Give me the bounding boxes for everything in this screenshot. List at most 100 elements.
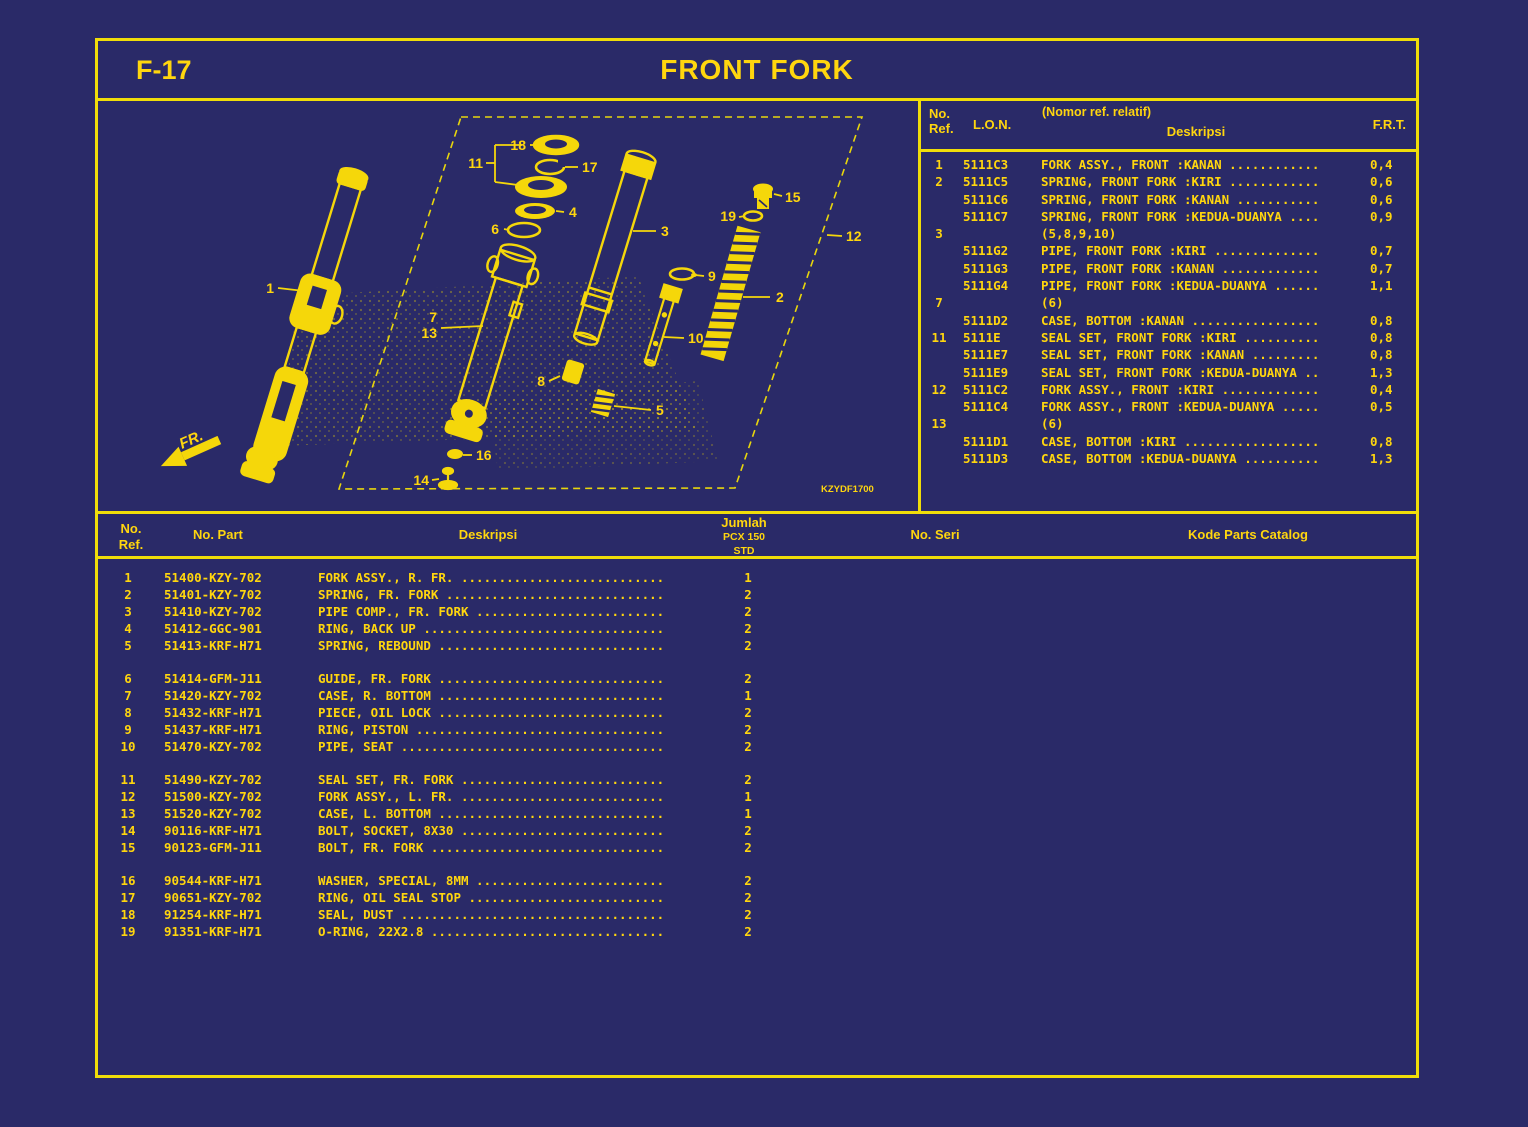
parts-ref-cell: 4 bbox=[124, 621, 132, 636]
part-rebound-spring bbox=[590, 388, 616, 418]
lon-table-row: 5111G3 PIPE, FRONT FORK :KANAN .........… bbox=[921, 260, 1416, 277]
lon-code-cell: 5111G4 bbox=[963, 278, 1009, 294]
lon-desc-cell: SPRING, FRONT FORK :KANAN ........... bbox=[1041, 191, 1320, 207]
lon-table-row: 12 5111C2 FORK ASSY., FRONT :KIRI ......… bbox=[921, 381, 1416, 398]
lon-frt-cell: 0,7 bbox=[1370, 243, 1393, 259]
parts-cell-gap bbox=[152, 637, 164, 654]
parts-desc-cell: RING, BACK UP ..........................… bbox=[318, 621, 665, 636]
parts-table-row: 3 51410-KZY-702 PIPE COMP., FR. FORK ...… bbox=[98, 603, 1416, 620]
parts-desc-cell: WASHER, SPECIAL, 8MM ...................… bbox=[318, 873, 665, 888]
parts-table-row: 11 51490-KZY-702 SEAL SET, FR. FORK ....… bbox=[98, 771, 1416, 788]
parts-desc-cell: RING, OIL SEAL STOP ....................… bbox=[318, 890, 665, 905]
lon-table-rows: 1 5111C3 FORK ASSY., FRONT :KANAN ......… bbox=[921, 152, 1416, 467]
lon-table-row: 5111G4 PIPE, FRONT FORK :KEDUA-DUANYA ..… bbox=[921, 277, 1416, 294]
parts-table-row: 8 51432-KRF-H71 PIECE, OIL LOCK ........… bbox=[98, 704, 1416, 721]
stipple-texture bbox=[488, 381, 718, 471]
lon-desc-cell: SEAL SET, FRONT FORK :KIRI .......... bbox=[1041, 329, 1320, 345]
parts-number-cell: 90651-KZY-702 bbox=[164, 890, 262, 905]
parts-table-row: 16 90544-KRF-H71 WASHER, SPECIAL, 8MM ..… bbox=[98, 872, 1416, 889]
lon-ref-cell bbox=[921, 208, 957, 225]
parts-desc-cell: SEAL SET, FR. FORK .....................… bbox=[318, 772, 665, 787]
part-seat-pipe bbox=[643, 283, 683, 367]
lon-code-cell: 5111D2 bbox=[963, 312, 1009, 328]
parts-desc-cell: PIPE, SEAT .............................… bbox=[318, 739, 665, 754]
lon-ref-cell: 2 bbox=[935, 174, 943, 190]
lon-ref-cell bbox=[921, 433, 957, 450]
parts-cell-gap bbox=[152, 771, 164, 788]
parts-table-rows: 1 51400-KZY-702 FORK ASSY., R. FR. .....… bbox=[98, 559, 1416, 940]
lon-ref-cell bbox=[921, 260, 957, 277]
lon-desc-cell: CASE, BOTTOM :KIRI .................. bbox=[1041, 433, 1320, 449]
callout-labels: 1 2 3 4 5 6 7 8 9 10 11 12 13 14 15 16 1 bbox=[266, 137, 862, 488]
part-oil-lock-piece bbox=[561, 359, 585, 385]
lon-frt-cell: 0,6 bbox=[1370, 174, 1393, 190]
parts-table-header: No. Ref. No. Part Deskripsi Jumlah PCX 1… bbox=[98, 511, 1416, 559]
part-back-up-ring bbox=[515, 203, 555, 219]
parts-number-cell: 90123-GFM-J11 bbox=[164, 840, 262, 855]
parts-cell-gap bbox=[152, 839, 164, 856]
parts-ref-cell: 14 bbox=[120, 823, 136, 838]
lon-code-cell: 5111E7 bbox=[963, 347, 1009, 363]
parts-number-cell: 51414-GFM-J11 bbox=[164, 671, 262, 686]
part-fork-bolt bbox=[753, 183, 773, 209]
lon-frt-cell bbox=[1370, 225, 1416, 242]
lon-frt-cell: 0,8 bbox=[1370, 433, 1393, 449]
page-code: F-17 bbox=[136, 55, 192, 85]
diagram-callout-3: 3 bbox=[661, 223, 669, 239]
parts-header-catalog: Kode Parts Catalog bbox=[1188, 527, 1308, 542]
lon-desc-cell: CASE, BOTTOM :KANAN ................. bbox=[1041, 312, 1320, 328]
parts-qty-cell: 2 bbox=[744, 739, 752, 754]
parts-number-cell: 51470-KZY-702 bbox=[164, 739, 262, 754]
lon-frt-cell: 0,7 bbox=[1370, 260, 1393, 276]
front-fork-exploded-diagram: FR. bbox=[160, 116, 874, 495]
lon-frt-cell bbox=[1370, 294, 1416, 311]
parts-qty-cell: 2 bbox=[744, 924, 752, 939]
parts-cell-gap bbox=[152, 704, 164, 721]
lon-desc-cell: SEAL SET, FRONT FORK :KANAN ......... bbox=[1041, 347, 1320, 363]
parts-desc-cell: FORK ASSY., R. FR. .....................… bbox=[318, 570, 665, 585]
lon-code-cell: 5111E bbox=[963, 329, 1001, 345]
lon-table-row: 5111D2 CASE, BOTTOM :KANAN .............… bbox=[921, 312, 1416, 329]
diagram-callout-9: 9 bbox=[708, 268, 716, 284]
parts-qty-cell: 1 bbox=[744, 570, 752, 585]
part-main-spring bbox=[700, 225, 761, 362]
lon-code-cell: 5111C6 bbox=[963, 191, 1009, 207]
vertical-divider bbox=[918, 101, 921, 511]
parts-table-row: 7 51420-KZY-702 CASE, R. BOTTOM ........… bbox=[98, 687, 1416, 704]
parts-qty-cell: 2 bbox=[744, 890, 752, 905]
lon-code-cell: 5111D3 bbox=[963, 451, 1009, 467]
parts-cell-gap bbox=[152, 906, 164, 923]
lon-ref-cell: 3 bbox=[935, 226, 943, 242]
diagram-callout-10: 10 bbox=[688, 330, 704, 346]
parts-desc-cell: CASE, L. BOTTOM ........................… bbox=[318, 806, 665, 821]
lon-ref-cell: 7 bbox=[935, 295, 943, 311]
lon-desc-cell: FORK ASSY., FRONT :KIRI ............. bbox=[1041, 381, 1320, 397]
lon-table-row: 11 5111E SEAL SET, FRONT FORK :KIRI ....… bbox=[921, 329, 1416, 346]
diagram-callout-7: 7 bbox=[429, 309, 437, 325]
parts-ref-cell: 13 bbox=[120, 806, 136, 821]
diagram-callout-17: 17 bbox=[582, 159, 598, 175]
parts-table-row: 2 51401-KZY-702 SPRING, FR. FORK .......… bbox=[98, 586, 1416, 603]
lon-table-row: 5111C7 SPRING, FRONT FORK :KEDUA-DUANYA … bbox=[921, 208, 1416, 225]
page-title: FRONT FORK bbox=[660, 53, 854, 85]
parts-table-row: 1 51400-KZY-702 FORK ASSY., R. FR. .....… bbox=[98, 569, 1416, 586]
part-piston-ring bbox=[668, 267, 697, 281]
lon-ref-cell bbox=[921, 398, 957, 415]
parts-ref-cell: 5 bbox=[124, 638, 132, 653]
lon-desc-cell: PIPE, FRONT FORK :KIRI .............. bbox=[1041, 243, 1320, 259]
lon-header-ref: No. Ref. bbox=[929, 106, 954, 136]
parts-qty-cell: 2 bbox=[744, 604, 752, 619]
lon-code-cell: 5111C3 bbox=[963, 157, 1009, 172]
diagram-callout-14: 14 bbox=[413, 472, 429, 488]
diagram-callout-15: 15 bbox=[785, 189, 801, 205]
lon-code-cell bbox=[963, 415, 1041, 432]
parts-cell-gap bbox=[152, 620, 164, 637]
parts-table-row: 5 51413-KRF-H71 SPRING, REBOUND ........… bbox=[98, 637, 1416, 654]
lon-frt-cell: 0,4 bbox=[1370, 157, 1393, 172]
parts-number-cell: 51437-KRF-H71 bbox=[164, 722, 262, 737]
parts-desc-cell: CASE, R. BOTTOM ........................… bbox=[318, 688, 665, 703]
lon-table: No. Ref. L.O.N. (Nomor ref. relatif) Des… bbox=[921, 101, 1416, 511]
lon-table-row: 5111C4 FORK ASSY., FRONT :KEDUA-DUANYA .… bbox=[921, 398, 1416, 415]
diagram-callout-5: 5 bbox=[656, 402, 664, 418]
lon-ref-cell bbox=[921, 242, 957, 259]
